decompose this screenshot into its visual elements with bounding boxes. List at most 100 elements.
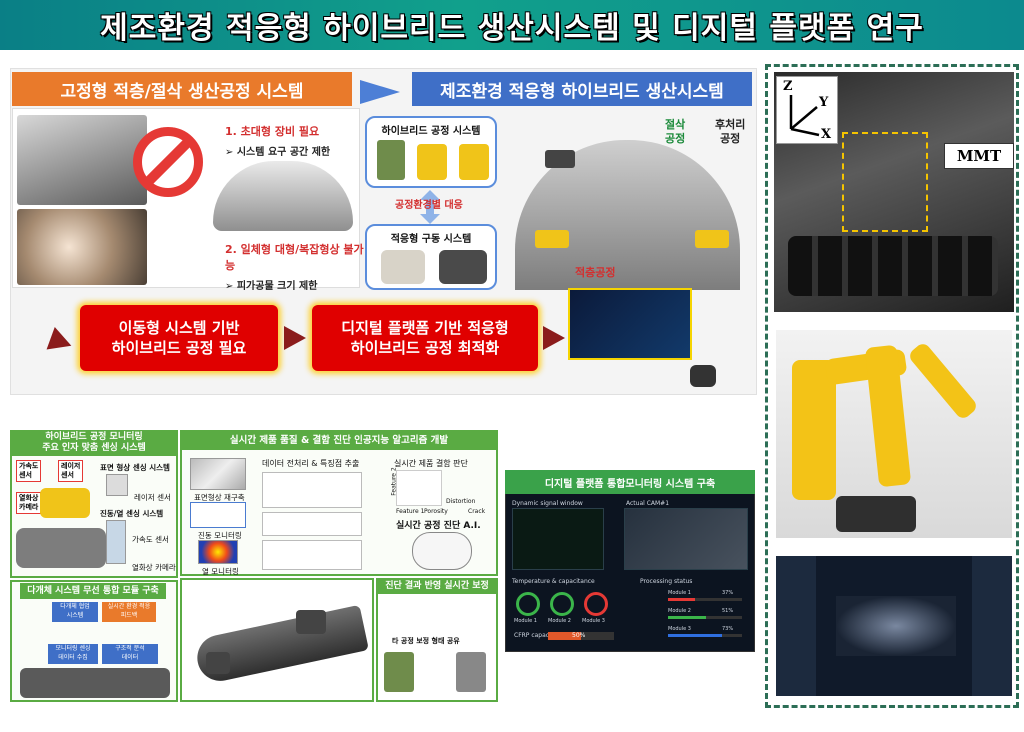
defect-judge-label: 실시간 제품 결함 판단	[394, 459, 468, 468]
prohibited-icon	[133, 127, 203, 197]
module-2-label: Module 2	[548, 618, 571, 624]
camera-view-image	[624, 508, 748, 570]
structure-analysis-box: 구조적 분석 데이터	[102, 644, 158, 664]
cfrp-capacity-pct: 50%	[572, 632, 586, 639]
surface-recon-label: 표면형상 재구축	[194, 493, 245, 502]
cfrp-capacity-label: CFRP capacity	[514, 632, 557, 639]
temp-cap-label: Temperature & capacitance	[512, 578, 595, 585]
module-1-gauge	[516, 592, 540, 616]
post-process-label: 후처리 공정	[715, 118, 746, 145]
cluster-plot-image	[396, 470, 442, 506]
hybrid-system-header: 제조환경 적응형 하이브리드 생산시스템	[412, 72, 752, 106]
status-module-3-pct: 73%	[722, 626, 734, 632]
porosity-label: Porosity	[424, 508, 448, 515]
axis-z-label: Z	[783, 79, 793, 94]
cutting-robot-icon	[695, 230, 729, 248]
mobile-need-box: 이동형 시스템 기반 하이브리드 공정 필요	[80, 305, 278, 371]
ai-head: 실시간 제품 품질 & 결함 진단 인공지능 알고리즘 개발	[180, 430, 498, 450]
tool-icon	[456, 652, 486, 692]
highlight-box	[842, 132, 928, 232]
hexapod-robot-icon	[296, 610, 326, 634]
distortion-label: Distortion	[446, 498, 476, 505]
additive-robot-icon	[535, 230, 569, 248]
hybrid-process-system-label: 하이브리드 공정 시스템	[381, 126, 481, 137]
module-2-progress	[668, 616, 742, 619]
wing-process-area: 절삭 공정 후처리 공정 적층공정	[505, 110, 755, 290]
issue-2: 2. 일체형 대형/복잡형상 불가능 ➢ 피가공물 크기 제한	[225, 241, 365, 292]
right-photo-frame	[765, 64, 1019, 708]
module-1-progress	[668, 598, 742, 601]
hexapod-robot-icon	[206, 652, 230, 674]
issue-1: 1. 초대형 장비 필요 ➢ 시스템 요구 공간 제한	[225, 123, 365, 158]
arrow-right-icon	[543, 326, 565, 350]
preprocess-chart-image	[262, 472, 362, 508]
sim-robots-image	[836, 596, 956, 656]
fixed-system-header: 고정형 적층/절삭 생산공정 시스템	[12, 72, 352, 106]
arrow-right-icon	[284, 326, 306, 350]
signal-segment-image	[262, 512, 362, 536]
neural-network-icon	[412, 532, 472, 570]
multi-wireless-head: 다개체 시스템 무선 통합 모듈 구축	[20, 583, 166, 599]
vibration-sensing-label: 진동/열 센싱 시스템	[100, 509, 164, 518]
status-module-2: Module 2	[668, 608, 691, 614]
arrow-right-icon	[360, 80, 400, 104]
additive-process-label: 적층공정	[575, 266, 616, 279]
hexapod-robot-icon	[545, 150, 575, 168]
module-2-gauge	[550, 592, 574, 616]
dp-head: 디지털 플랫폼 통합모니터링 시스템 구축	[505, 470, 755, 494]
issue-1-title: 1. 초대형 장비 필요	[225, 125, 320, 138]
issue-2-sub: ➢ 피가공물 크기 제한	[225, 281, 318, 292]
multi-cell-box: 다개체 협업 시스템	[52, 602, 98, 622]
robot-arm-left	[792, 360, 836, 500]
cfrp-capacity-bar	[548, 632, 614, 640]
vibration-monitor-label: 진동 모니터링	[198, 531, 242, 540]
mobile-platform-icon	[381, 250, 425, 284]
other-process-share-label: 타 공정 보정 형태 공유	[392, 637, 460, 645]
feature1-label: Feature 1	[396, 508, 425, 515]
vibration-wave-image	[190, 502, 246, 528]
adaptive-drive-label: 적응형 구동 시스템	[390, 234, 472, 245]
accel-sensor-tag: 가속도 센서	[16, 460, 42, 482]
up-down-arrow-icon	[420, 190, 440, 224]
hexapod-icon	[439, 250, 487, 284]
module-3-gauge	[584, 592, 608, 616]
sim-left-panel	[776, 556, 816, 696]
sim-right-panel	[972, 556, 1012, 696]
spectrum-image	[262, 540, 362, 570]
crack-label: Crack	[468, 508, 486, 515]
status-module-3: Module 3	[668, 626, 691, 632]
laser-cladding-image	[17, 209, 147, 285]
hybrid-process-system-box: 하이브리드 공정 시스템	[365, 116, 497, 188]
monitoring-sensing-box: 모니터링 센싱 데이터 수집	[48, 644, 98, 664]
extruder-icon	[377, 140, 405, 180]
module-2-progress-fill	[668, 616, 706, 619]
robot-arms-render	[776, 330, 1012, 538]
env-response-label: 공정환경별 대응	[395, 200, 463, 211]
actual-cam-label: Actual CAM#1	[626, 500, 670, 507]
axis-indicator: Z Y X	[776, 76, 838, 144]
page-title: 제조환경 적응형 하이브리드 생산시스템 및 디지털 플랫폼 연구	[100, 11, 924, 46]
monitor-head: 하이브리드 공정 모니터링 주요 인자 맞춤 센싱 시스템	[10, 430, 178, 456]
surface-sensing-label: 표면 형상 센싱 시스템	[100, 463, 170, 472]
axis-y-label: Y	[819, 95, 829, 110]
axis-x-label: X	[821, 127, 832, 142]
sensor-setup-image	[106, 520, 126, 564]
laser-sensor-tag: 레이저 센서	[58, 460, 84, 482]
cnc-machine-image	[17, 115, 147, 205]
module-3-progress-fill	[668, 634, 723, 637]
multi-robot-image	[20, 668, 170, 698]
module-3-label: Module 3	[582, 618, 605, 624]
signal-plot-image	[512, 508, 604, 570]
robot-icon	[417, 144, 447, 180]
robot-base-image	[836, 496, 916, 532]
status-module-1: Module 1	[668, 590, 691, 596]
preprocessing-label: 데이터 전처리 & 특징점 추출	[262, 459, 360, 468]
thermal-monitor-label: 열 모니터링	[202, 567, 239, 576]
mecanum-wheels-image	[788, 236, 998, 296]
digital-opt-box: 디지털 플랫폼 기반 적응형 하이브리드 공정 최적화	[312, 305, 538, 371]
thermal-camera-tag: 열화상 카메라	[16, 492, 42, 514]
accel-sensor-label: 가속도 센서	[132, 535, 169, 544]
cutting-process-label: 절삭 공정	[665, 118, 686, 145]
mobile-base-image	[16, 528, 106, 568]
laser-sensor-image	[106, 474, 128, 496]
